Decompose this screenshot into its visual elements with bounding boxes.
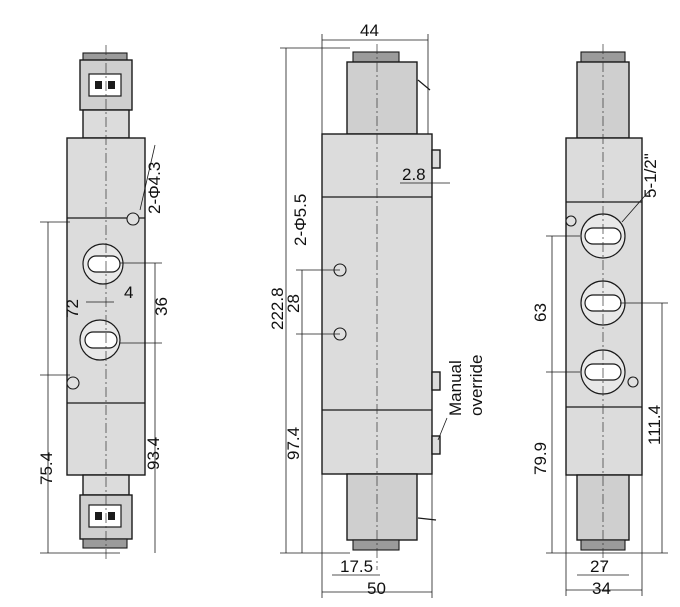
mid-override-bottom [431,435,441,455]
right-view: 5-1/2" 63 79.9 111.4 27 34 [531,44,668,598]
mid-bottom-nut [352,539,400,551]
mid-dim-44-label: 44 [360,21,379,40]
left-port-2-slot [84,331,118,349]
right-dim-63-label: 63 [531,303,550,322]
mid-dim-2228-label: 222.8 [268,287,287,330]
mid-override-leader [437,417,448,441]
mid-dim-175-label: 17.5 [340,557,373,576]
left-top-pin-a [95,81,102,89]
right-mount-hole-top [565,215,577,227]
mid-top-coil [346,61,418,135]
left-top-pin-b [108,81,115,89]
mid-dim-50-label: 50 [367,579,386,598]
left-dim-934-label: 93.4 [144,437,163,470]
left-mount-hole-bottom [66,376,80,390]
mid-override-top [431,149,441,169]
left-hole-leader [139,144,156,211]
right-mount-hole-bottom [627,376,639,388]
mid-bottom-coil [346,473,418,541]
mid-dim-974-label: 97.4 [284,427,303,460]
mid-dim-28-label: 28 [284,294,303,313]
left-bottom-pin-b [108,512,115,520]
mid-dim-28-offset-label: 2.8 [402,165,426,184]
mid-bottom-cable [417,517,437,521]
left-dim-754-label: 75.4 [37,452,56,485]
right-dim-1114-label: 111.4 [645,405,664,445]
middle-view: 44 2.8 2-Φ5.5 222.8 28 97.4 17.5 50 Manu… [268,21,486,598]
left-dim-72-label: 72 [63,299,82,318]
left-bottom-nut [82,538,128,549]
right-dim-thread-label: 5-1/2" [641,153,660,198]
left-top-connector [88,73,122,97]
left-view: 2-Φ4.3 72 4 36 75.4 93.4 [37,45,171,560]
right-dim-799-label: 79.9 [531,442,550,475]
mid-dim-hole-label: 2-Φ5.5 [291,194,310,246]
mid-top-nut [352,51,400,63]
left-dim-hole-label: 2-Φ4.3 [145,162,164,214]
mid-annotation-manual: Manual [446,360,465,416]
mid-override-side [431,371,441,391]
mid-annotation-override: override [467,355,486,416]
left-bottom-connector [88,504,122,528]
right-thread-leader [621,189,651,223]
left-port-1-slot [87,255,121,273]
right-dim-34-label: 34 [592,579,611,598]
left-dim-4-label: 4 [124,283,133,302]
right-dim-27-label: 27 [590,557,609,576]
left-mount-hole-top [126,212,140,226]
left-dim-36-label: 36 [152,297,171,316]
left-bottom-pin-a [95,512,102,520]
